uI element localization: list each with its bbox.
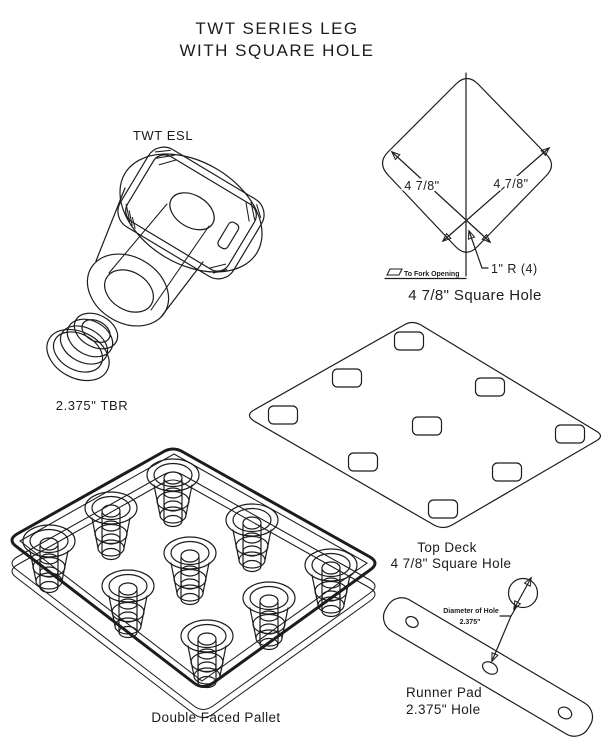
runner-pad-caption-line2: 2.375" Hole (406, 702, 481, 717)
tbr-label: 2.375" TBR (56, 398, 129, 413)
leg-label: TWT ESL (133, 128, 193, 143)
runner-pad-hole (405, 615, 419, 629)
pallet-legs (22, 458, 358, 689)
deck-hole (331, 368, 363, 388)
top-deck-holes (267, 331, 586, 519)
runner-pad-hole (557, 706, 573, 720)
hole-diameter-line (513, 576, 532, 611)
dimension-right-value: 4 7/8" (493, 177, 528, 191)
pallet-leg-cone (146, 458, 200, 528)
pallet-drawing: Double Faced Pallet (10, 447, 377, 725)
deck-hole (411, 416, 443, 436)
top-deck-caption-line2: 4 7/8" Square Hole (391, 556, 512, 571)
pallet-deck-inner-edge (19, 453, 368, 682)
deck-hole (347, 452, 379, 472)
deck-hole (393, 331, 425, 351)
square-hole-diagram: 4 7/8" 4 7/8" 1" R (4) To Fork Opening 4… (381, 72, 553, 304)
runner-pad-caption-line1: Runner Pad (406, 685, 482, 700)
hole-note-line2: 2.375" (460, 619, 481, 626)
leg-drawing: TWT ESL (86, 128, 265, 327)
deck-hole (491, 462, 523, 482)
pallet-leg-cone (101, 569, 155, 639)
deck-hole (267, 405, 299, 425)
pallet-caption: Double Faced Pallet (151, 710, 280, 725)
deck-hole (474, 377, 506, 397)
pallet-top-deck-outline (10, 447, 377, 688)
drawing-title-line1: TWT SERIES LEG (195, 19, 359, 38)
fork-opening-icon (386, 268, 403, 276)
hole-leader-line (492, 605, 518, 661)
hole-note-line1: Diameter of Hole (443, 608, 499, 615)
square-hole-caption: 4 7/8" Square Hole (408, 287, 541, 304)
dimension-line-left (390, 150, 492, 244)
tbr-drawing: 2.375" TBR (46, 312, 129, 413)
pallet-leg-cone (163, 536, 217, 606)
top-deck-drawing: Top Deck 4 7/8" Square Hole (248, 321, 602, 571)
corner-radius-note: 1" R (4) (491, 262, 538, 276)
deck-hole (427, 499, 459, 519)
radius-leader-line (467, 229, 489, 269)
runner-pad-hole (481, 661, 499, 675)
top-deck-caption-line1: Top Deck (417, 540, 476, 555)
drawing-title-line2: WITH SQUARE HOLE (179, 41, 375, 60)
runner-pad-drawing: Diameter of Hole 2.375" Runner Pad 2.375… (382, 576, 594, 737)
fork-opening-note: To Fork Opening (404, 271, 459, 278)
pallet-leg-cone (304, 548, 358, 618)
deck-hole (554, 424, 586, 444)
dimension-left-value: 4 7/8" (404, 179, 439, 193)
pallet-leg-cone (242, 581, 296, 651)
drawing-title: TWT SERIES LEG WITH SQUARE HOLE (110, 18, 444, 62)
dimension-line-right (441, 146, 551, 243)
